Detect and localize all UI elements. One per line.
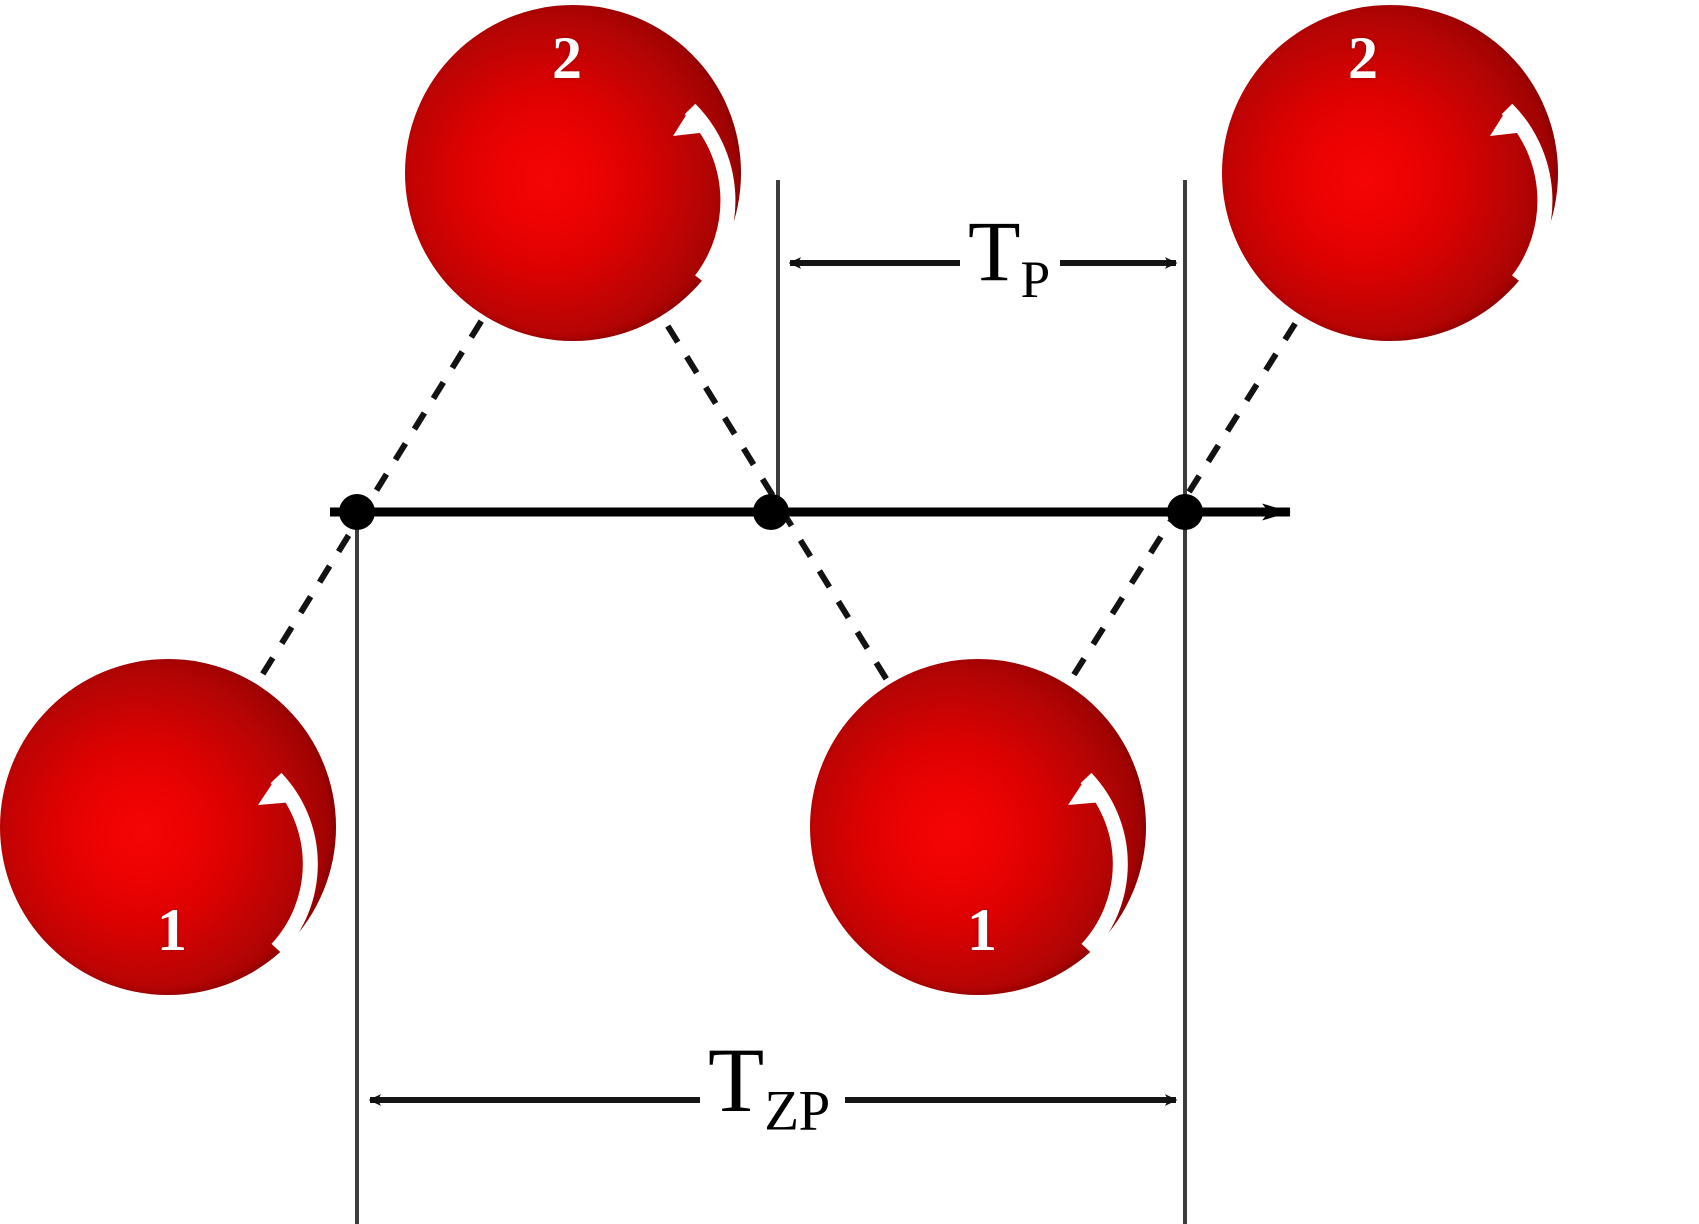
- sphere-bottom-left: [0, 659, 336, 995]
- spin-arrow-icon: [1490, 103, 1553, 285]
- dimension-subscript-tp: P: [1020, 249, 1051, 310]
- time-axis: [330, 494, 1291, 530]
- axis-node: [1167, 494, 1203, 530]
- sphere-bottom-mid: [810, 659, 1146, 995]
- dimension-symbol-tp: T: [968, 203, 1021, 299]
- axis-node: [753, 494, 789, 530]
- spin-arrow-icon: [673, 103, 736, 285]
- spin-arrow-icon: [258, 772, 318, 955]
- dimension-label-tp: TP: [960, 208, 1058, 310]
- sphere-bottom-left-label: 1: [157, 897, 187, 963]
- dimension-symbol-tzp: T: [708, 1029, 765, 1131]
- axis-node: [339, 494, 375, 530]
- sphere-top-right-label: 2: [1348, 25, 1378, 91]
- guide-lines: [355, 180, 1187, 1224]
- dimension-label-tzp: TZP: [700, 1034, 838, 1143]
- dimension-subscript-tzp: ZP: [764, 1079, 830, 1143]
- sphere-top-left-label: 2: [552, 25, 582, 91]
- spin-arrow-icon: [1068, 772, 1128, 955]
- sphere-top-left: [405, 5, 741, 341]
- sphere-top-right: [1222, 5, 1558, 341]
- sphere-bottom-mid-label: 1: [967, 897, 997, 963]
